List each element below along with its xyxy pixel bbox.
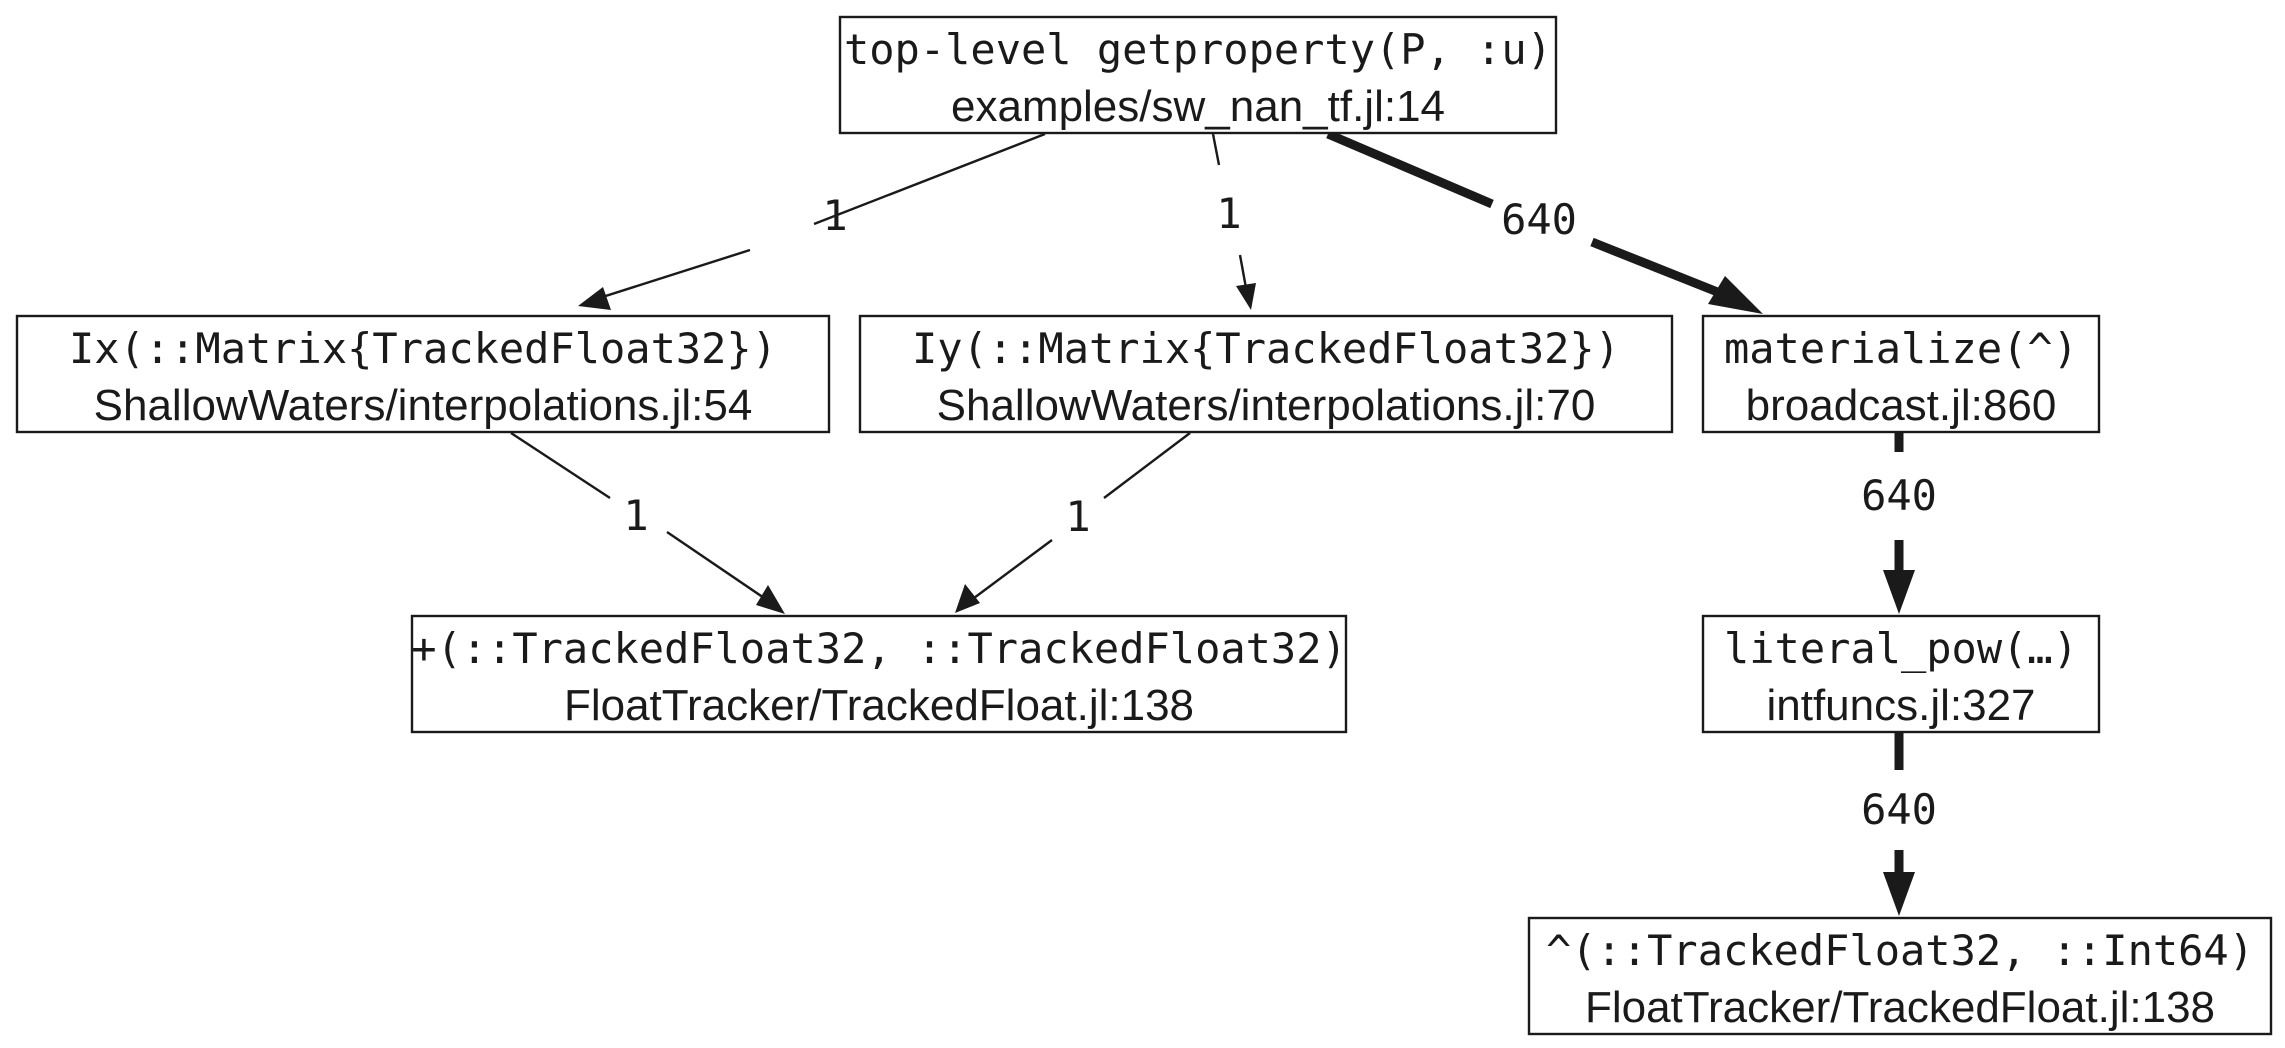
node-iy: Iy(::Matrix{TrackedFloat32}) ShallowWate…: [858, 314, 1674, 434]
node-pow: ^(::TrackedFloat32, ::Int64) FloatTracke…: [1527, 916, 2273, 1036]
node-top-level: top-level getproperty(P, :u) examples/sw…: [838, 15, 1558, 135]
node-materialize-function: materialize(^): [1724, 324, 2078, 373]
node-literal-pow-function: literal_pow(…): [1724, 624, 2078, 673]
node-materialize: materialize(^) broadcast.jl:860: [1701, 314, 2101, 434]
node-pow-location: FloatTracker/TrackedFloat.jl:138: [1585, 983, 2215, 1032]
node-top-level-function: top-level getproperty(P, :u): [844, 25, 1552, 74]
edge-label-ix-plus: 1: [623, 491, 648, 540]
node-ix-function: Ix(::Matrix{TrackedFloat32}): [69, 324, 777, 373]
node-ix: Ix(::Matrix{TrackedFloat32}) ShallowWate…: [15, 314, 831, 434]
node-plus: +(::TrackedFloat32, ::TrackedFloat32) Fl…: [410, 614, 1348, 734]
edge-literal-pow-to-pow: 640: [1861, 733, 1937, 916]
node-iy-function: Iy(::Matrix{TrackedFloat32}): [912, 324, 1620, 373]
node-literal-pow: literal_pow(…) intfuncs.jl:327: [1701, 614, 2101, 734]
edge-top-to-iy: 1: [1211, 133, 1256, 310]
edge-iy-to-plus: 1: [955, 432, 1191, 613]
edge-label-top-ix: 1: [822, 191, 847, 240]
node-literal-pow-location: intfuncs.jl:327: [1766, 681, 2035, 730]
edge-ix-to-plus: 1: [510, 431, 785, 614]
node-top-level-location: examples/sw_nan_tf.jl:14: [951, 82, 1445, 131]
edge-label-iy-plus: 1: [1065, 492, 1090, 541]
edge-label-top-iy: 1: [1216, 189, 1241, 238]
edge-top-to-ix: 1: [578, 132, 1046, 310]
node-ix-location: ShallowWaters/interpolations.jl:54: [94, 381, 753, 430]
node-iy-location: ShallowWaters/interpolations.jl:70: [937, 381, 1596, 430]
edge-label-materialize-literal-pow: 640: [1861, 471, 1937, 520]
node-pow-function: ^(::TrackedFloat32, ::Int64): [1546, 926, 2254, 975]
edge-label-top-materialize: 640: [1501, 195, 1577, 244]
edge-materialize-to-literal-pow: 640: [1861, 433, 1937, 614]
node-plus-location: FloatTracker/TrackedFloat.jl:138: [564, 681, 1194, 730]
edge-label-literal-pow-pow: 640: [1861, 785, 1937, 834]
edge-top-to-materialize: 640: [1326, 129, 1763, 314]
node-materialize-location: broadcast.jl:860: [1746, 381, 2057, 430]
node-plus-function: +(::TrackedFloat32, ::TrackedFloat32): [411, 624, 1347, 673]
